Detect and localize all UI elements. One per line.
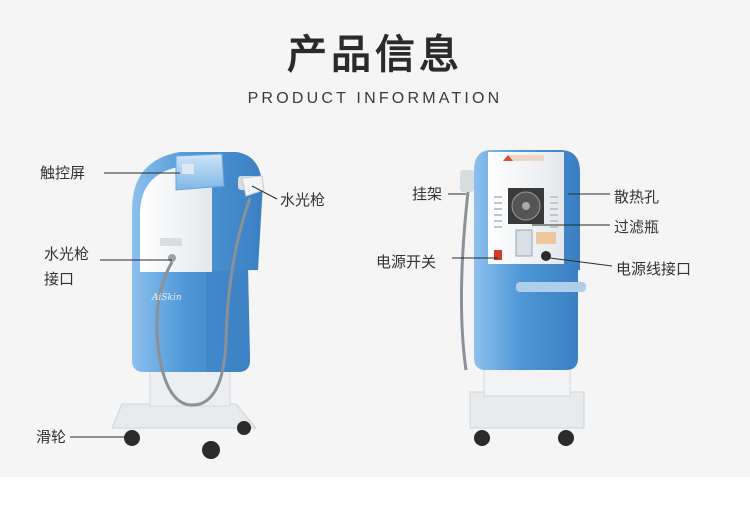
back-power-switch <box>494 250 502 260</box>
label-vent: 散热孔 <box>614 188 660 206</box>
label-touchscreen: 触控屏 <box>40 164 86 182</box>
label-handpiece-port-line1: 水光枪 <box>44 245 90 263</box>
front-port-plate <box>160 238 182 246</box>
back-vent-grille <box>494 196 558 228</box>
front-wheel-front <box>202 441 220 459</box>
back-machine <box>459 150 586 446</box>
back-handle-bar <box>516 282 586 292</box>
label-power-switch: 电源开关 <box>376 253 437 271</box>
svg-text:AiSkin: AiSkin <box>151 293 182 303</box>
back-power-port <box>541 251 551 261</box>
front-wheel-left <box>124 430 140 446</box>
back-wheel-right <box>558 430 574 446</box>
front-base <box>111 403 258 429</box>
label-handpiece: 水光枪 <box>280 191 326 209</box>
front-hose <box>155 197 252 407</box>
label-filter-bottle: 过滤瓶 <box>614 218 660 236</box>
front-wheel-right <box>237 421 251 435</box>
back-hanger <box>460 170 474 192</box>
callout-lines <box>70 172 613 438</box>
background-panel <box>0 0 750 477</box>
back-cabinet <box>474 270 578 370</box>
back-filter-bottle <box>515 229 533 257</box>
back-hose <box>459 191 470 371</box>
label-hanger: 挂架 <box>412 185 443 203</box>
back-base <box>469 391 585 429</box>
front-machine: AiSkin <box>111 152 265 459</box>
label-power-port: 电源线接口 <box>616 260 692 278</box>
label-handpiece-port-line2: 接口 <box>44 270 75 288</box>
page-subtitle: PRODUCT INFORMATION <box>247 90 503 107</box>
page-title: 产品信息 <box>287 32 463 78</box>
back-wheel-left <box>474 430 490 446</box>
front-touchscreen <box>175 153 225 191</box>
label-wheels: 滑轮 <box>36 428 67 446</box>
